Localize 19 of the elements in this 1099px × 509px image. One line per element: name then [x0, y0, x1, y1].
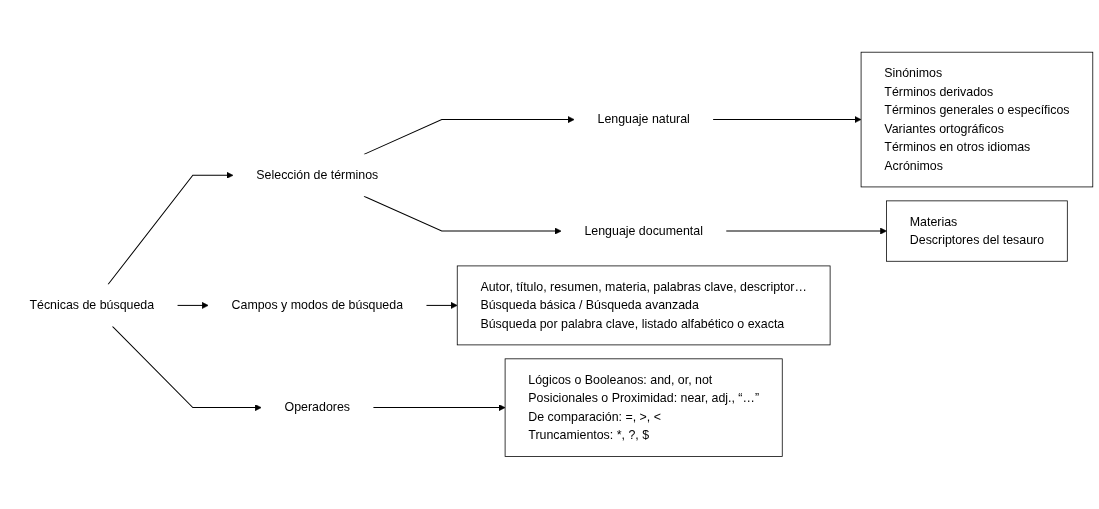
node-text: Lenguaje documental	[584, 224, 703, 238]
arrow	[425, 302, 458, 309]
node-text: Operadores	[284, 400, 351, 415]
node-text: Técnicas de búsqueda	[29, 298, 155, 312]
arrow	[712, 116, 862, 124]
node-text: Lenguaje natural	[597, 112, 690, 126]
node-box: Autor, título, resumen, materia, palabras clave, descriptor… Búsqueda básica / Búsqueda avanzada Búsqueda por palabra clave, listado alfabético o exacta	[456, 265, 831, 346]
node-box: Materias Descriptores del tesauro	[886, 200, 1068, 262]
node-box: Lógicos o Booleanos: and, or, not Posicionales o Proximidad: near, adj., “…” De comparación: =, >, < Truncamientos: *, ?, $	[504, 358, 783, 457]
node-text: Campos y modos de búsqueda	[231, 298, 404, 312]
arrow	[111, 326, 262, 412]
node-box: Sinónimos Términos derivados Términos generales o específicos Variantes ortográficos Términos en otros idiomas Acrónimos	[860, 52, 1094, 188]
arrow	[107, 172, 234, 286]
arrow	[176, 302, 209, 309]
arrow	[372, 404, 506, 412]
arrow	[363, 195, 562, 235]
arrow	[725, 227, 887, 235]
node-text: Selección de términos	[256, 168, 379, 182]
arrow	[363, 116, 575, 156]
